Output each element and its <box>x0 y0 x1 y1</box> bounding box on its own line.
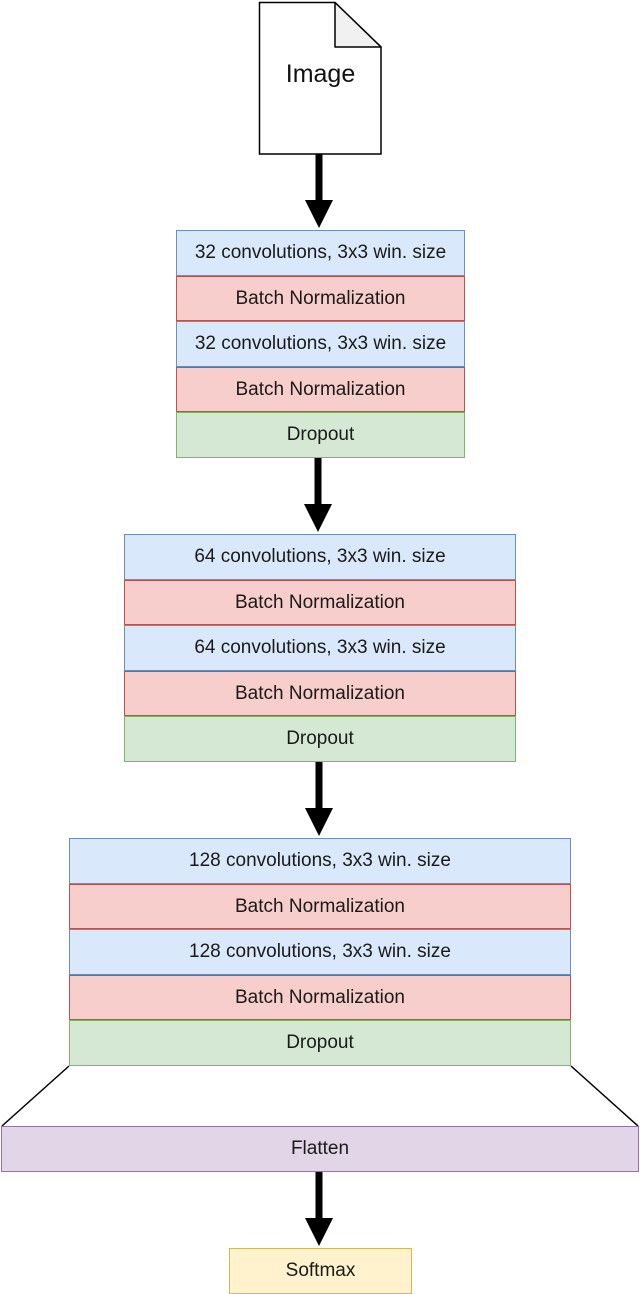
batch-norm-layer: Batch Normalization <box>124 671 516 716</box>
batch-norm-layer: Batch Normalization <box>69 884 571 929</box>
dropout-layer: Dropout <box>69 1020 571 1066</box>
document-icon <box>258 1 382 155</box>
softmax-layer: Softmax <box>229 1248 412 1294</box>
conv-layer: 64 convolutions, 3x3 win. size <box>124 534 516 580</box>
conv-layer: 128 convolutions, 3x3 win. size <box>69 838 571 884</box>
arrow-block1-to-block2 <box>304 458 332 532</box>
batch-norm-layer: Batch Normalization <box>176 367 465 412</box>
conv-layer: 64 convolutions, 3x3 win. size <box>124 625 516 671</box>
conv-layer: 32 convolutions, 3x3 win. size <box>176 230 465 276</box>
arrow-image-to-block1 <box>305 154 333 228</box>
dropout-layer: Dropout <box>176 412 465 458</box>
flatten-layer: Flatten <box>1 1126 639 1172</box>
arrow-block2-to-block3 <box>305 762 333 836</box>
batch-norm-layer: Batch Normalization <box>124 580 516 625</box>
batch-norm-layer: Batch Normalization <box>176 276 465 321</box>
batch-norm-layer: Batch Normalization <box>69 975 571 1020</box>
flatten-expansion-lines <box>1 1065 639 1127</box>
image-label: Image <box>285 60 356 88</box>
conv-layer: 32 convolutions, 3x3 win. size <box>176 321 465 367</box>
arrow-flatten-to-softmax <box>305 1172 333 1246</box>
conv-layer: 128 convolutions, 3x3 win. size <box>69 929 571 975</box>
dropout-layer: Dropout <box>124 716 516 762</box>
